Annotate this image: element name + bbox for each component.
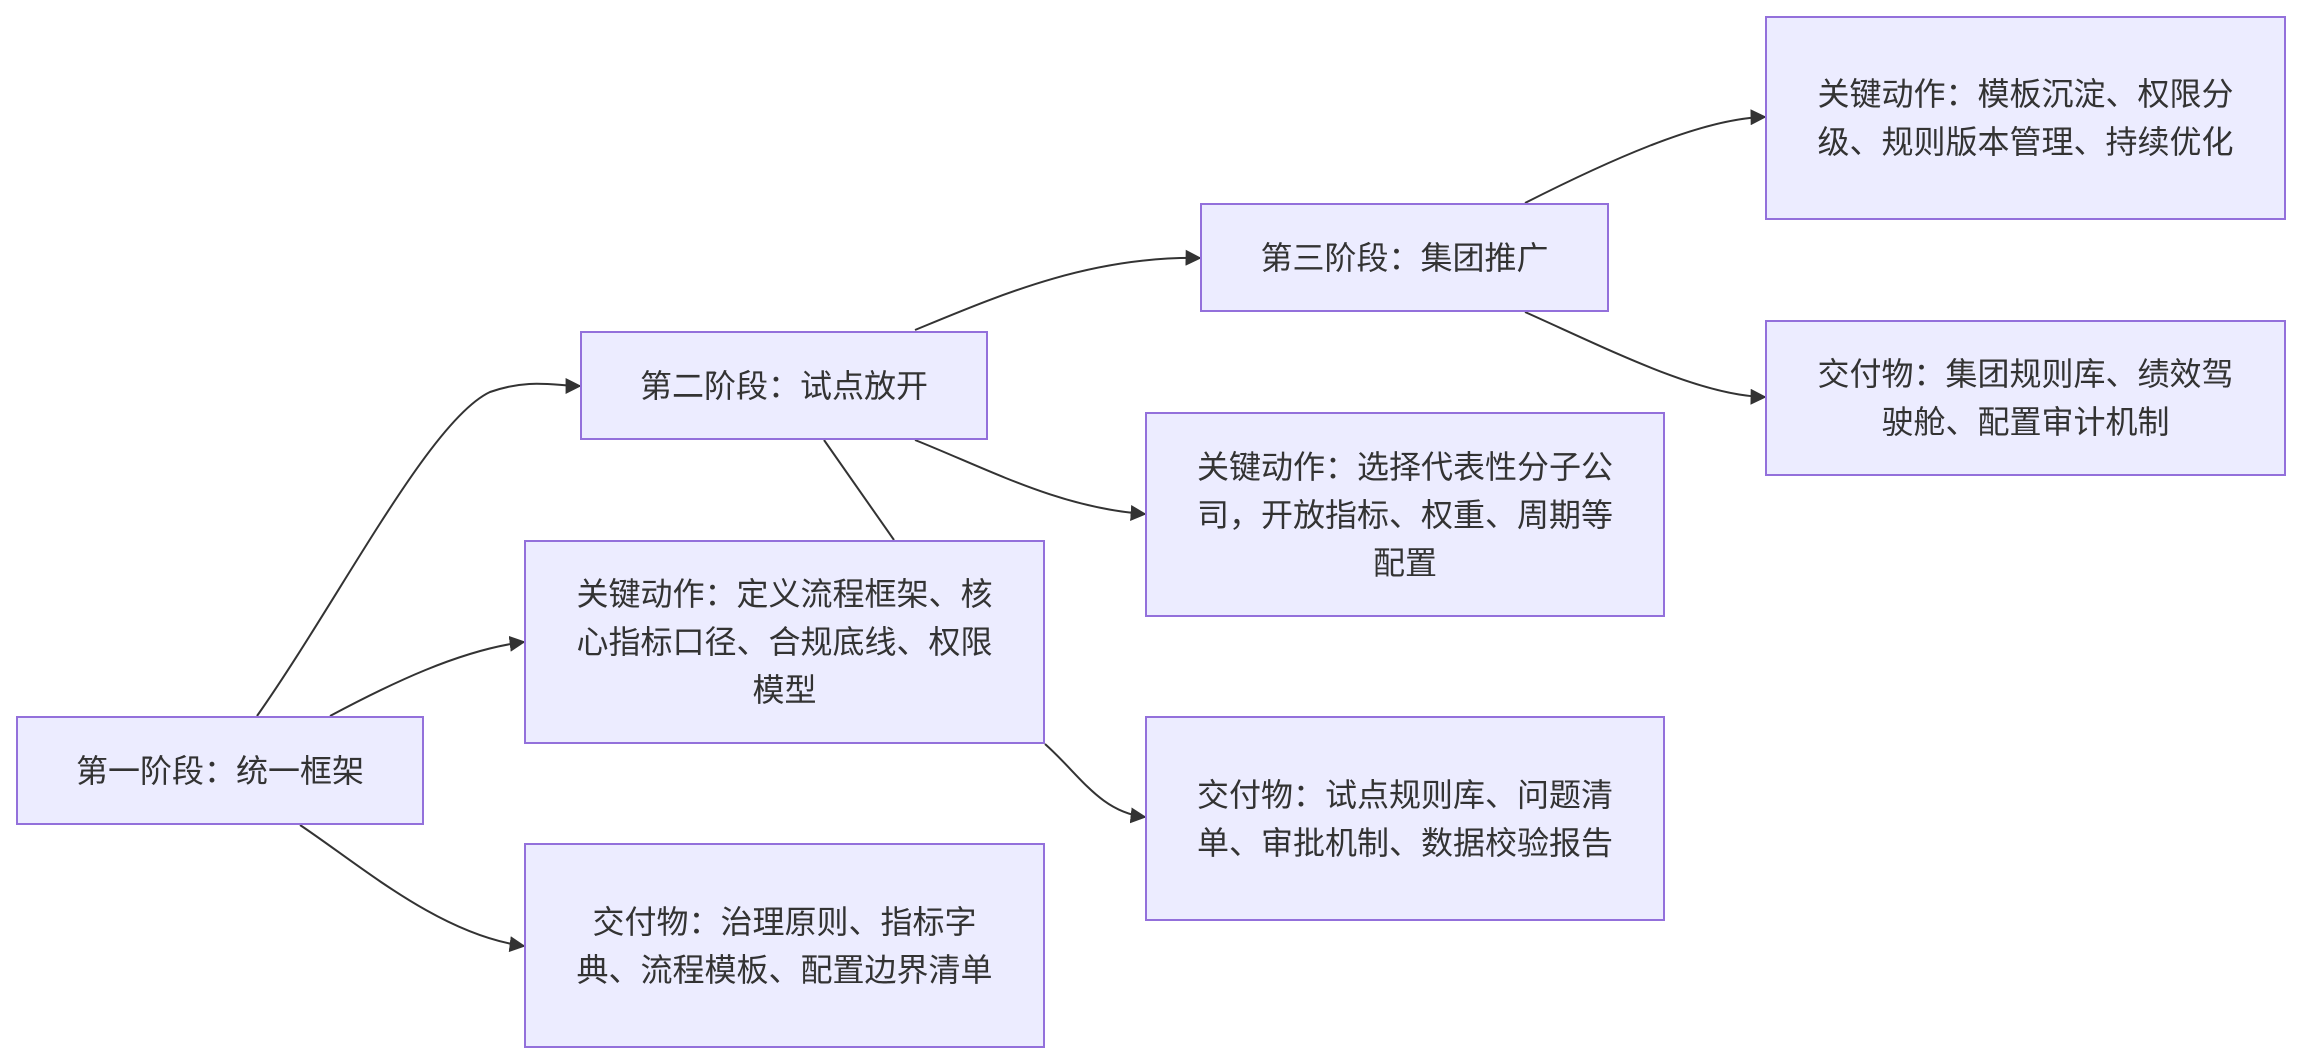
node-stage2-deliverables-label: 交付物：试点规则库、问题清单、审批机制、数据校验报告: [1197, 775, 1614, 862]
edge-stage1-to-actions: [329, 635, 526, 717]
node-stage3-actions: 关键动作：模板沉淀、权限分级、规则版本管理、持续优化: [1765, 16, 2286, 220]
node-stage1-actions: 关键动作：定义流程框架、核心指标口径、合规底线、权限模型: [524, 540, 1045, 744]
node-stage3-deliverables: 交付物：集团规则库、绩效驾驶舱、配置审计机制: [1765, 320, 2286, 476]
node-stage2-deliverables: 交付物：试点规则库、问题清单、审批机制、数据校验报告: [1145, 716, 1665, 921]
node-stage3-deliverables-label: 交付物：集团规则库、绩效驾驶舱、配置审计机制: [1817, 355, 2234, 441]
node-stage2: 第二阶段：试点放开: [580, 331, 988, 440]
node-stage3-label: 第三阶段：集团推广: [1260, 238, 1549, 277]
node-stage3: 第三阶段：集团推广: [1200, 203, 1609, 312]
edge-stage2-to-actions: [914, 439, 1147, 521]
node-stage1-deliverables: 交付物：治理原则、指标字典、流程模板、配置边界清单: [524, 843, 1045, 1048]
node-stage2-label: 第二阶段：试点放开: [639, 366, 928, 405]
edge-stage1-to-stage2: [256, 377, 582, 717]
edge-stage1-to-deliverables: [299, 824, 526, 953]
node-stage1: 第一阶段：统一框架: [16, 716, 424, 825]
edge-stage2-to-deliverables: [1044, 743, 1147, 824]
edge-stage2-to-stage3: [914, 249, 1202, 331]
edge-stage3-to-actions: [1524, 109, 1767, 204]
node-stage2-actions: 关键动作：选择代表性分子公司，开放指标、权重、周期等配置: [1145, 412, 1665, 617]
edge-stage3-to-deliverables: [1524, 311, 1767, 405]
node-stage2-actions-label: 关键动作：选择代表性分子公司，开放指标、权重、周期等配置: [1197, 447, 1614, 582]
node-stage3-actions-label: 关键动作：模板沉淀、权限分级、规则版本管理、持续优化: [1817, 75, 2234, 161]
node-stage1-deliverables-label: 交付物：治理原则、指标字典、流程模板、配置边界清单: [576, 902, 993, 989]
node-stage1-actions-label: 关键动作：定义流程框架、核心指标口径、合规底线、权限模型: [576, 575, 993, 709]
node-stage1-label: 第一阶段：统一框架: [75, 751, 364, 790]
edge-stage2-to-stage1-actions-link: [823, 439, 895, 541]
